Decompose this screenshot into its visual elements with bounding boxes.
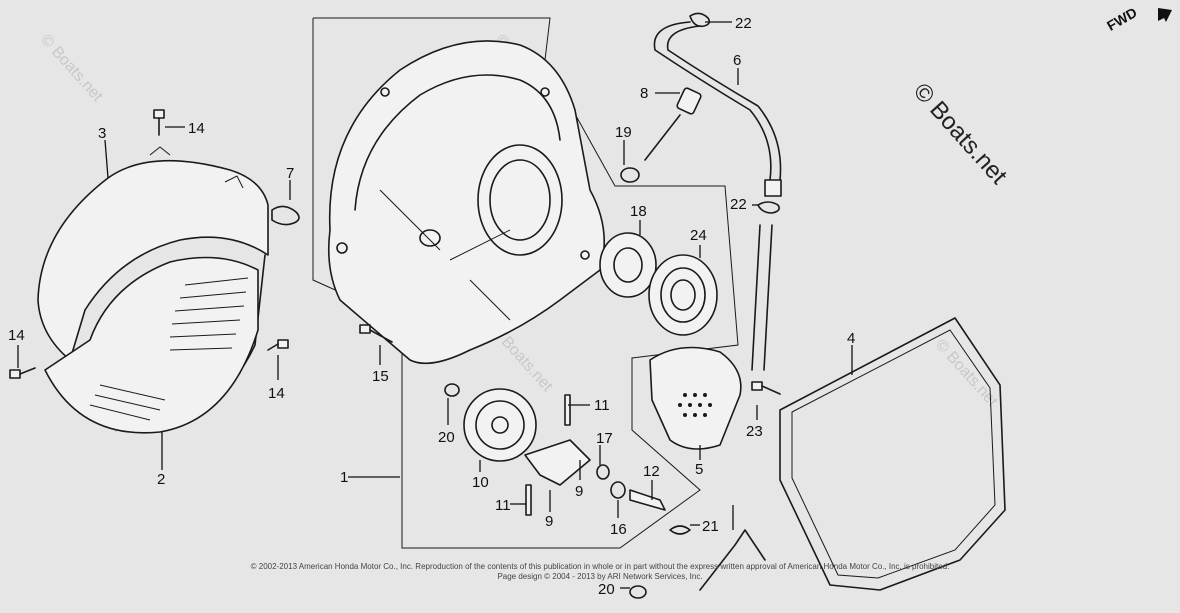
callout-1: 1	[340, 469, 348, 486]
shaft-12	[629, 489, 666, 511]
callout-24: 24	[690, 227, 707, 244]
flange-bolt	[267, 339, 289, 351]
washer-20	[444, 383, 460, 397]
callout-6: 6	[733, 52, 741, 69]
callout-2: 2	[157, 471, 165, 488]
callout-3: 3	[98, 125, 106, 142]
callout-9: 9	[545, 513, 553, 530]
callout-14: 14	[268, 385, 285, 402]
breather-hose-lower	[751, 224, 773, 371]
copyright-line-2: Page design © 2004 - 2013 by ARI Network…	[497, 572, 703, 581]
callout-4: 4	[847, 330, 855, 347]
pin-11	[564, 394, 571, 426]
callout-9: 9	[575, 483, 583, 500]
governor-rod-13	[699, 529, 766, 591]
governor-gear	[463, 388, 537, 462]
callouts: 22 6 8 19 22 18 24 7 14 3 14 14 15 2 1 4…	[8, 15, 855, 598]
callout-11: 11	[594, 397, 610, 414]
case-gasket-inner	[791, 329, 996, 579]
tube-clamp	[689, 12, 711, 28]
callout-11: 11	[495, 497, 511, 514]
callout-8: 8	[640, 85, 648, 102]
ball-bearing	[648, 254, 718, 336]
pin-11-lower	[525, 484, 532, 516]
washer-16	[610, 481, 626, 499]
washer-19	[620, 167, 640, 183]
copyright-line-1: © 2002-2013 American Honda Motor Co., In…	[250, 562, 950, 571]
oil-dipstick	[644, 87, 702, 161]
callout-10: 10	[472, 474, 489, 491]
callout-17: 17	[596, 430, 613, 447]
callout-15: 15	[372, 368, 389, 385]
flange-bolt-23	[751, 381, 781, 395]
callout-14: 14	[8, 327, 25, 344]
governor-arm	[524, 439, 591, 486]
clip-17	[596, 464, 610, 480]
breather-tube	[653, 21, 782, 197]
hose-clip	[271, 205, 300, 226]
callout-16: 16	[610, 521, 627, 538]
case-gasket	[779, 317, 1006, 591]
callout-19: 19	[615, 124, 632, 141]
callout-21: 21	[702, 518, 719, 535]
copyright-notice: © 2002-2013 American Honda Motor Co., In…	[175, 562, 1025, 582]
callout-23: 23	[746, 423, 763, 440]
tube-clamp	[757, 201, 780, 214]
callout-20: 20	[438, 429, 455, 446]
callout-22: 22	[735, 15, 752, 32]
callout-22: 22	[730, 196, 747, 213]
callout-18: 18	[630, 203, 647, 220]
callout-7: 7	[286, 165, 294, 182]
fwd-arrow-icon	[1158, 8, 1172, 22]
flange-bolt	[153, 109, 165, 136]
inner-baffle	[44, 256, 259, 434]
callout-5: 5	[695, 461, 703, 478]
flange-bolt-15	[359, 324, 393, 343]
callout-14: 14	[188, 120, 205, 137]
callout-12: 12	[643, 463, 660, 480]
crankcase-cover	[327, 40, 605, 365]
callout-20: 20	[598, 581, 615, 598]
washer-20-lower	[629, 585, 647, 599]
leader-lines	[17, 21, 853, 589]
oil-seal	[599, 232, 657, 298]
oil-strainer	[649, 346, 742, 450]
flange-bolt	[9, 367, 36, 379]
clip-21	[669, 525, 691, 535]
